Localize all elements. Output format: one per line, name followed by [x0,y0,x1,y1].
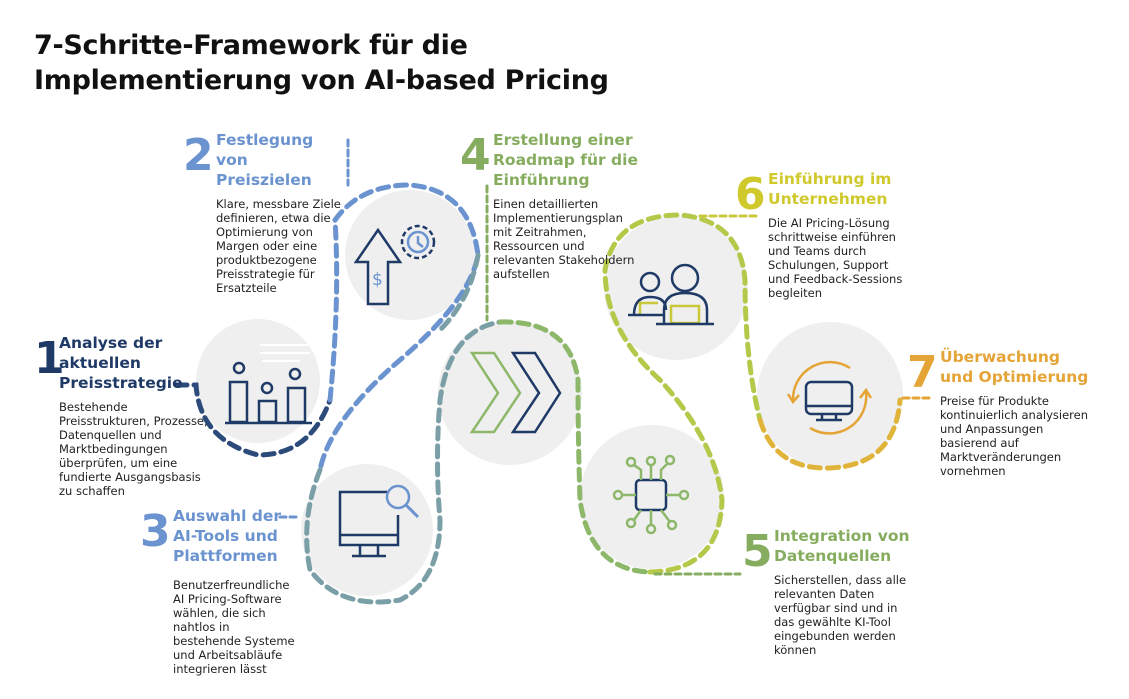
step-heading: Überwachung und Optimierung [940,348,1089,386]
path-step-3b [437,252,481,333]
path-step-1 [173,382,333,458]
step-number: 2 [183,130,214,181]
title-line-2: Implementierung von AI-based Pricing [34,65,609,96]
chip-icon [612,454,690,535]
step-description: Klare, messbare Ziele definieren, etwa d… [216,197,341,295]
step-heading: Integration von Datenquellen [774,527,910,565]
step-number: 4 [460,130,491,181]
step-circles [196,190,903,596]
step-description: Preise für Produkte kontinuierlich analy… [940,394,1088,478]
step-heading: Einführung im Unternehmen [768,170,892,208]
step-number: 7 [907,347,938,398]
step-heading: Erstellung einer Roadmap für die Einführ… [493,131,638,189]
step-number: 5 [742,526,773,577]
step-number: 6 [735,169,766,220]
circle-step-7 [757,322,903,468]
path-step-3 [304,319,503,605]
step-number: 3 [140,506,171,557]
path-step-2 [317,182,481,473]
step-heading: Analyse der aktuellen Preisstrategie [59,334,183,392]
team-icon [628,263,714,326]
monitor-search-icon [338,484,420,558]
path-step-5-6 [602,212,763,575]
step-description: Die AI Pricing-Lösung schrittweise einfü… [768,216,903,300]
path-step-7 [757,397,903,471]
step-description: Benutzerfreundliche AI Pricing-Software … [173,578,295,676]
path-step-4 [497,319,653,575]
monitor-refresh-icon [786,360,873,435]
price-up-gear-icon: $ [353,224,436,306]
bar-chart-icon [225,344,312,425]
page-title: 7-Schritte-Framework für die Implementie… [34,28,609,98]
double-chevron-icon [469,351,562,434]
step-description: Einen detaillierten Implementierungsplan… [493,197,635,281]
dashed-paths [173,138,932,605]
circle-step-5 [580,425,724,569]
step-number: 1 [34,333,65,384]
step-description: Bestehende Preisstrukturen, Prozesse, Da… [59,400,208,498]
step-heading: Auswahl der AI-Tools und Plattformen [173,507,282,565]
step-description: Sicherstellen, dass alle relevanten Date… [774,573,907,657]
circle-step-1 [196,319,320,443]
step-heading: Festlegung von Preiszielen [216,131,314,189]
title-line-1: 7-Schritte-Framework für die [34,30,468,61]
dollar-icon: $ [372,270,383,290]
circle-step-3 [301,464,433,596]
